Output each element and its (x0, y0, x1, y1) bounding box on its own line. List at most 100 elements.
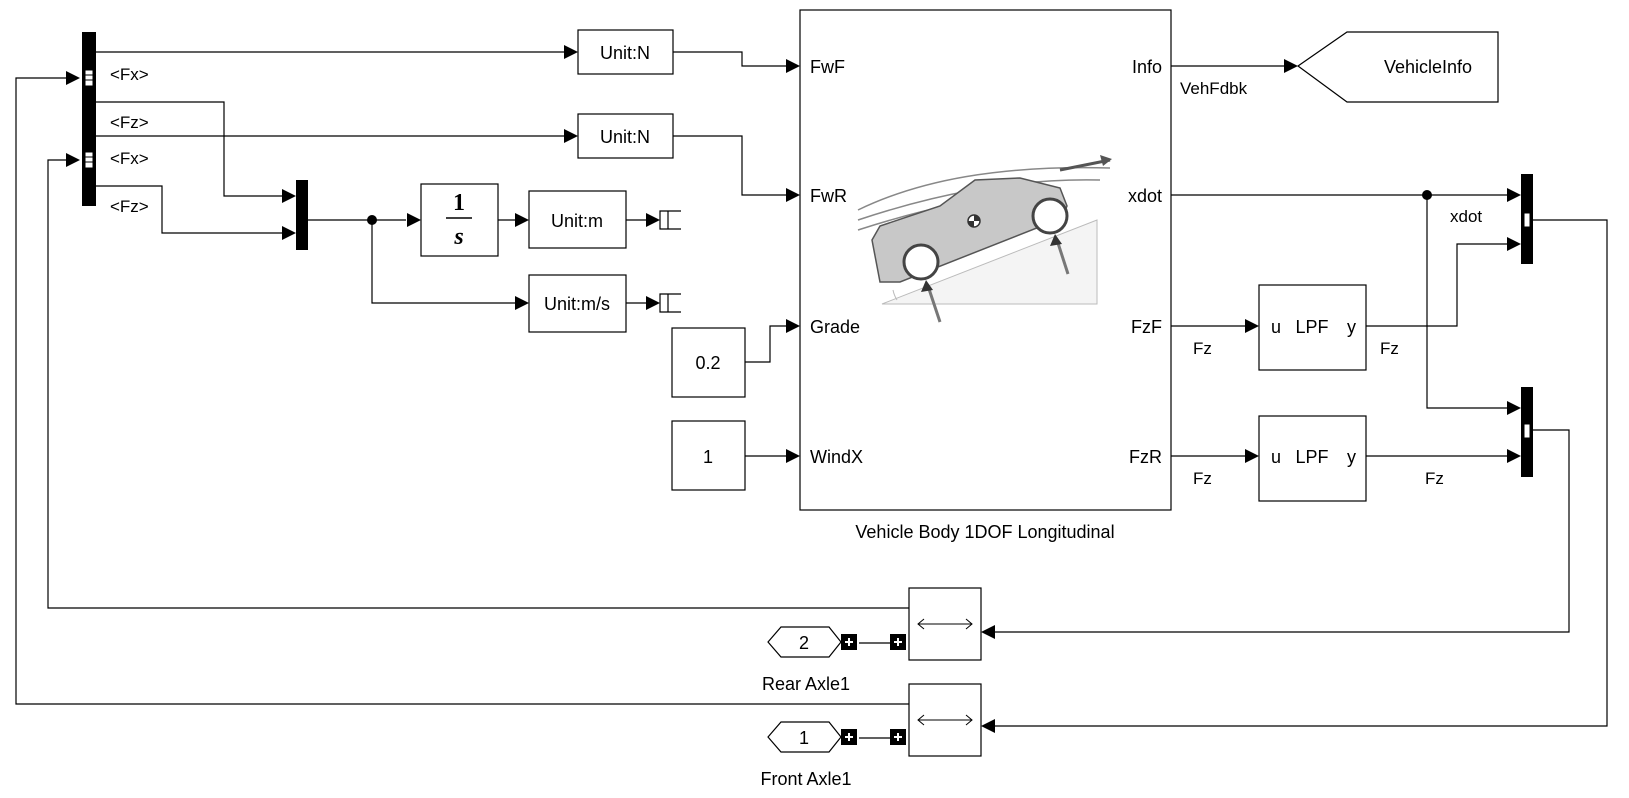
unit-ms-label: Unit:m/s (544, 294, 610, 314)
arrow-integrator (407, 213, 421, 227)
integrator-block[interactable]: 1 s (420, 183, 499, 257)
arrow-term-ms (646, 296, 660, 310)
constant-wind-value: 1 (703, 447, 713, 467)
port-fzr: FzR (1129, 447, 1162, 467)
wire-branch-to-unit-ms (371, 220, 516, 304)
unit-m-label: Unit:m (551, 211, 603, 231)
front-axle-port[interactable]: 1 (767, 721, 842, 753)
signal-fz-front-out: Fz (1193, 339, 1212, 358)
arrow-bus-fx2 (66, 153, 80, 167)
wire-unitn-to-fwr (673, 135, 786, 196)
unit-ms-block[interactable]: Unit:m/s (528, 274, 627, 333)
arrow-mux-xdot (1507, 188, 1521, 202)
lpf-front-name: LPF (1295, 317, 1328, 337)
bus-selector-bar[interactable] (82, 32, 96, 206)
wire-const-to-grade (745, 325, 786, 363)
arrow-vehinfo (1284, 59, 1298, 73)
vehicle-body-title: Vehicle Body 1DOF Longitudinal (855, 522, 1114, 542)
mux-fz[interactable] (296, 180, 308, 250)
arrow-unitn-front (564, 45, 578, 59)
constant-grade-value: 0.2 (695, 353, 720, 373)
rear-axle-port[interactable]: 2 (767, 626, 842, 658)
wire-upper-mux-out (995, 219, 1608, 727)
unit-n-rear-label: Unit:N (600, 127, 650, 147)
arrowheads (66, 45, 1521, 733)
port-grade: Grade (810, 317, 860, 337)
branch-point-mux (367, 215, 377, 225)
arrow-mux-fzf (1507, 237, 1521, 251)
arrow-grade (786, 319, 800, 333)
branch-point-xdot (1422, 190, 1432, 200)
wire-front-feedback (15, 77, 909, 705)
port-fwr: FwR (810, 186, 847, 206)
port-info: Info (1132, 57, 1162, 77)
lpf-front-block[interactable]: u LPF y (1258, 284, 1367, 371)
rear-connection-block[interactable] (908, 587, 982, 661)
integrator-numerator: 1 (453, 190, 465, 216)
bus-creator-upper-mark (1523, 212, 1531, 228)
wire-xdot-branch (1426, 195, 1507, 409)
arrow-fwr (786, 188, 800, 202)
wire-fz1-to-mux (96, 101, 282, 197)
arrow-windx (786, 449, 800, 463)
unit-n-front-label: Unit:N (600, 43, 650, 63)
rear-axle-port-number: 2 (799, 633, 809, 653)
port-fzf: FzF (1131, 317, 1162, 337)
arrow-conn-front (981, 719, 995, 733)
vehicle-info-goto[interactable]: VehicleInfo (1296, 31, 1499, 103)
signal-lines (15, 51, 1608, 739)
integrator-denominator: s (453, 224, 463, 250)
wire-fz2-to-mux (96, 185, 282, 234)
lpf-rear-in: u (1271, 447, 1281, 467)
arrow-lpf-rear (1245, 449, 1259, 463)
arrow-mux-in1 (282, 189, 296, 203)
signal-fz-front-lpf: Fz (1380, 339, 1399, 358)
vehicle-body-block[interactable]: FwF FwR Grade WindX Info xdot FzF FzR (799, 9, 1172, 542)
signal-xdot: xdot (1450, 207, 1482, 226)
unit-n-front-block[interactable]: Unit:N (577, 29, 674, 75)
signal-fz-rear-out: Fz (1193, 469, 1212, 488)
signal-fz-1: <Fz> (110, 113, 149, 132)
lpf-rear-name: LPF (1295, 447, 1328, 467)
lpf-front-in: u (1271, 317, 1281, 337)
arrow-mux2-xdot (1507, 401, 1521, 415)
arrow-bus-fx1 (66, 71, 80, 85)
constant-wind-block[interactable]: 1 (671, 420, 746, 491)
arrow-fwf (786, 59, 800, 73)
wire-unitn-to-fwf (673, 51, 786, 67)
front-conserving-ports (841, 729, 906, 745)
bus-creator-lower-mark (1523, 423, 1531, 439)
vehicle-info-label: VehicleInfo (1384, 57, 1472, 77)
front-axle-label: Front Axle1 (760, 769, 851, 789)
arrow-unit-m (515, 213, 529, 227)
signal-fx-1: <Fx> (110, 65, 149, 84)
front-axle-port-number: 1 (799, 728, 809, 748)
arrow-unitn-rear (564, 129, 578, 143)
wire-lower-mux-out (995, 429, 1570, 633)
arrow-mux-in2 (282, 226, 296, 240)
terminator-m[interactable] (659, 210, 681, 230)
port-xdot: xdot (1128, 186, 1162, 206)
constant-grade-block[interactable]: 0.2 (671, 327, 746, 398)
arrow-conn-rear (981, 625, 995, 639)
terminator-ms[interactable] (659, 293, 681, 313)
wire-rear-feedback (47, 159, 909, 609)
bus-selector-marks (84, 69, 94, 169)
rear-conserving-ports (841, 634, 906, 650)
unit-m-block[interactable]: Unit:m (528, 190, 627, 249)
signal-vehfdbk: VehFdbk (1180, 79, 1248, 98)
port-fwf: FwF (810, 57, 845, 77)
front-connection-block[interactable] (908, 683, 982, 757)
arrow-unit-ms (515, 296, 529, 310)
unit-n-rear-block[interactable]: Unit:N (577, 113, 674, 159)
signal-fx-2: <Fx> (110, 149, 149, 168)
lpf-rear-block[interactable]: u LPF y (1258, 415, 1367, 502)
arrow-mux2-fzr (1507, 449, 1521, 463)
wire-lpf-front-to-mux (1356, 243, 1507, 327)
rear-axle-label: Rear Axle1 (762, 674, 850, 694)
port-windx: WindX (810, 447, 863, 467)
signal-fz-2: <Fz> (110, 197, 149, 216)
lpf-front-out: y (1347, 317, 1356, 337)
arrow-lpf-front (1245, 319, 1259, 333)
